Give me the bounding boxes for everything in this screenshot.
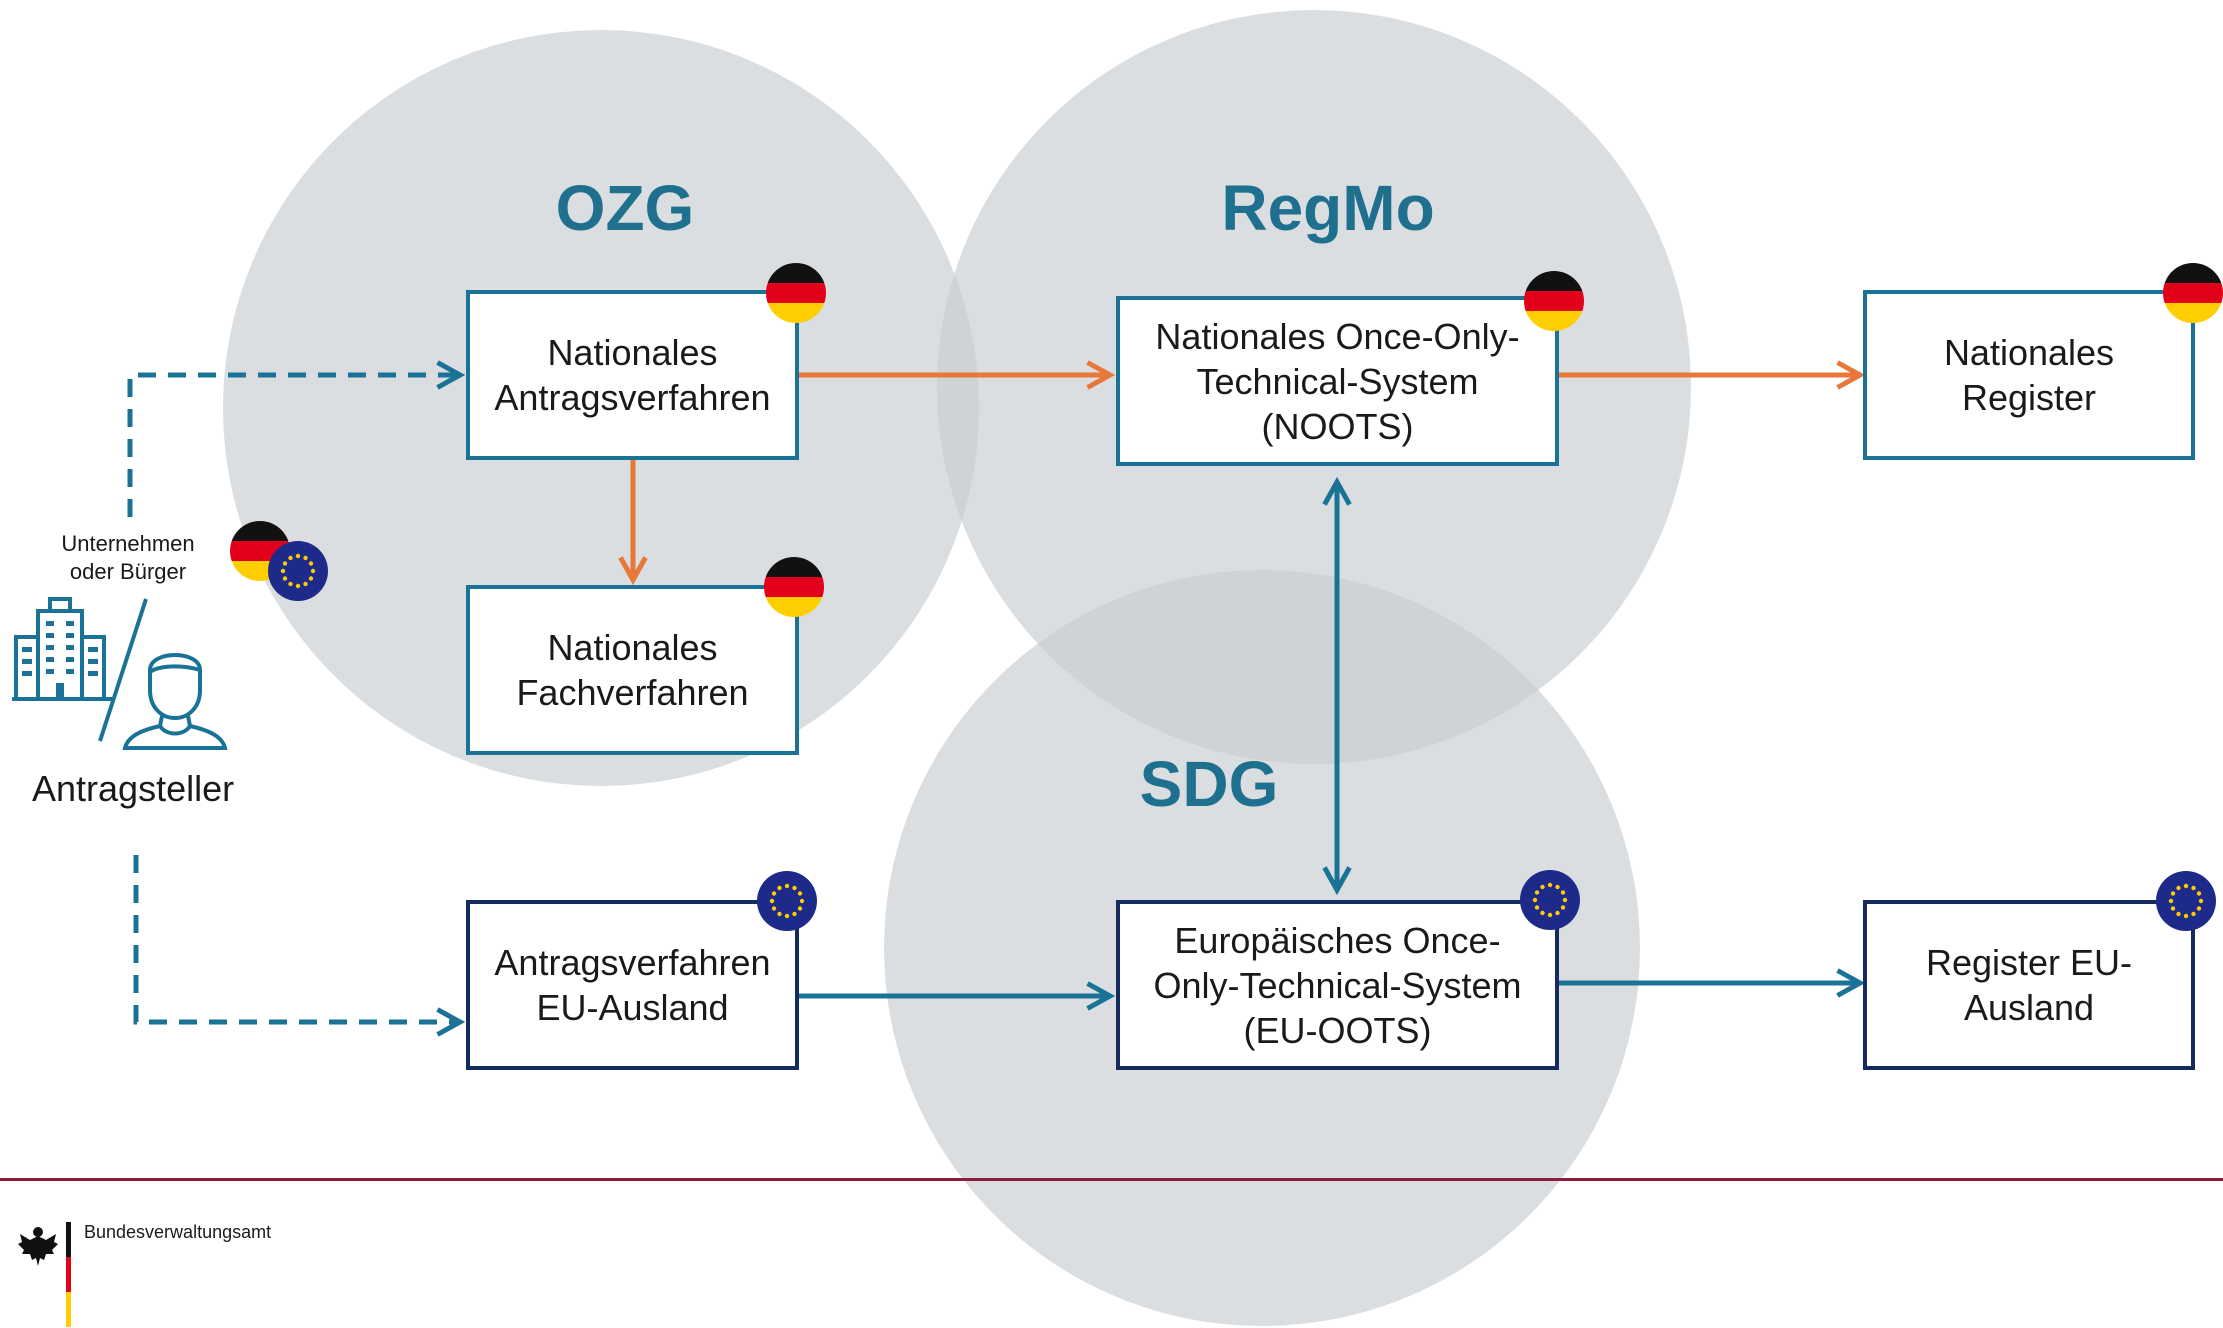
flag-eu-icon [757, 871, 817, 931]
actor-caption: Unternehmen oder Bürger [48, 530, 208, 586]
box-line: Nationales [547, 332, 718, 373]
box-line: Nationales [547, 627, 718, 668]
logo-color-bar [66, 1222, 71, 1327]
box-eu-oots: Europäisches Once- Only-Technical-System… [1116, 900, 1559, 1070]
box-line: (NOOTS) [1261, 405, 1414, 447]
box-line: (EU-OOTS) [1243, 1009, 1432, 1051]
ozg-title: OZG [555, 172, 695, 244]
dashed-arrow-to-eu [133, 855, 460, 1022]
box-line: Europäisches Once- [1174, 919, 1501, 961]
box-line: Register EU- [1925, 942, 2133, 983]
organization-name: Bundesverwaltungsamt [84, 1222, 272, 1242]
footer-divider [0, 1178, 2223, 1181]
box-register-eu-ausland: Register EU- Ausland [1863, 900, 2195, 1070]
flag-de-icon [2163, 263, 2223, 323]
box-line: Nationales [1943, 332, 2115, 373]
box-antragsverfahren-eu-ausland: Antragsverfahren EU-Ausland [466, 900, 799, 1070]
box-nationales-fachverfahren: Nationales Fachverfahren [466, 585, 799, 755]
regmo-title: RegMo [1221, 172, 1435, 244]
dashed-arrow-to-national [127, 375, 460, 517]
flag-de-icon [764, 557, 824, 617]
actor-caption-line: Unternehmen [61, 531, 195, 556]
box-line: Nationales Once-Only- [1155, 315, 1520, 357]
box-nationales-antragsverfahren: Nationales Antragsverfahren [466, 290, 799, 460]
box-noots: Nationales Once-Only- Technical-System (… [1116, 296, 1559, 466]
box-line: Ausland [1963, 987, 2095, 1028]
divider-slash [98, 598, 148, 742]
box-line: EU-Ausland [536, 987, 729, 1028]
box-line: Antragsverfahren [494, 942, 771, 983]
box-line: Technical-System [1196, 360, 1479, 402]
sdg-title: SDG [1139, 748, 1279, 820]
flag-de-icon [1524, 271, 1584, 331]
box-nationales-register: Nationales Register [1863, 290, 2195, 460]
box-line: Fachverfahren [516, 672, 749, 713]
flag-eu-icon [268, 541, 328, 601]
actor-caption-line: oder Bürger [69, 559, 187, 584]
box-line: Register [1961, 377, 2097, 418]
federal-eagle-icon [18, 1227, 58, 1266]
building-icon [12, 597, 112, 701]
box-line: Only-Technical-System [1153, 964, 1522, 1006]
flag-eu-icon [2156, 871, 2216, 931]
box-line: Antragsverfahren [494, 377, 771, 418]
person-icon [122, 653, 228, 750]
flag-eu-icon [1520, 870, 1580, 930]
actor-label: Antragsteller [32, 768, 235, 809]
flag-de-icon [766, 263, 826, 323]
